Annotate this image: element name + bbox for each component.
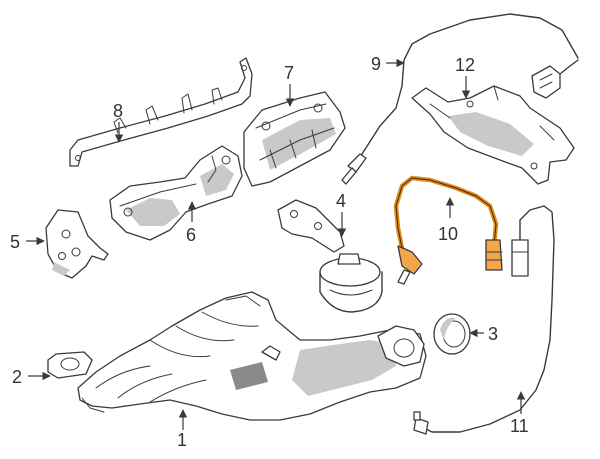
part-9-oxygen-sensor <box>341 13 579 185</box>
callout-7: 7 <box>284 63 295 107</box>
callout-label-12: 12 <box>455 55 475 75</box>
callout-label-2: 2 <box>12 367 22 387</box>
callout-label-1: 1 <box>177 430 187 450</box>
callout-label-7: 7 <box>284 63 294 83</box>
callout-12: 12 <box>455 55 475 99</box>
callout-label-9: 9 <box>371 54 381 74</box>
part-2-gasket <box>47 351 93 379</box>
part-7-heat-shield <box>243 91 346 187</box>
callout-11: 11 <box>510 391 529 436</box>
callout-10: 10 <box>438 197 458 244</box>
part-12-bracket <box>411 85 575 185</box>
callout-2: 2 <box>12 367 51 387</box>
callout-label-10: 10 <box>438 224 458 244</box>
part-3-gasket-ring <box>433 313 471 355</box>
callout-9: 9 <box>371 54 405 74</box>
part-11-oxygen-sensor <box>413 205 555 435</box>
part-6-heat-shield <box>109 145 243 241</box>
callout-8: 8 <box>113 101 124 143</box>
part-10-oxygen-sensor-highlight <box>393 175 503 285</box>
callout-label-8: 8 <box>113 101 123 121</box>
callout-label-6: 6 <box>186 225 196 245</box>
callout-6: 6 <box>186 201 197 245</box>
callout-label-4: 4 <box>336 191 346 211</box>
part-5-gasket-plate <box>45 209 109 279</box>
callout-3: 3 <box>469 324 498 344</box>
callout-4: 4 <box>336 191 347 237</box>
callout-label-5: 5 <box>10 232 20 252</box>
callout-5: 5 <box>10 232 45 252</box>
callout-1: 1 <box>177 409 188 450</box>
callout-label-11: 11 <box>510 416 529 436</box>
part-1-exhaust-manifold <box>77 291 427 421</box>
callout-label-3: 3 <box>488 324 498 344</box>
part-4-clamp <box>277 199 383 313</box>
